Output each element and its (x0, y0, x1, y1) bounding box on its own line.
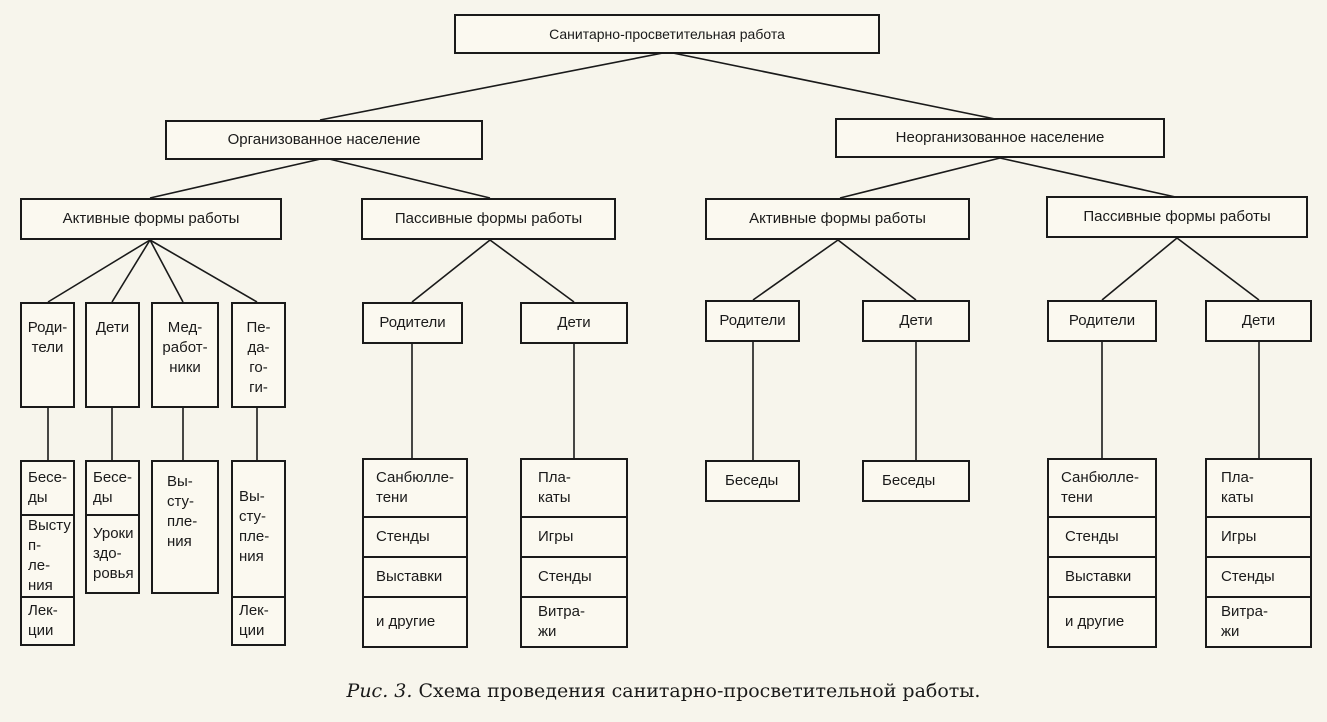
method-item: Выставки (364, 556, 466, 596)
method-item: Бесе- ды (28, 469, 68, 506)
root-node: Санитарно-просветительная работа (454, 14, 880, 54)
method-item: Вы- сту- пле- ния (167, 473, 198, 550)
org-active-forms: Активные формы работы (20, 198, 282, 240)
method-item: Пла- каты (538, 469, 571, 506)
methods-up-parents: Санбюлле- тени Стенды Выставки и другие (1047, 458, 1157, 648)
method-item: Витра- жи (522, 596, 626, 646)
audience-ua-parents: Родители (705, 300, 800, 342)
method-item: Беседы (725, 472, 779, 489)
method-item: Выставки (1049, 556, 1155, 596)
methods-oa-parents: Бесе- ды Высту п- ле- ния Лек- ции (20, 460, 75, 646)
method-item: Стенды (364, 516, 466, 556)
methods-up-children: Пла- каты Игры Стенды Витра- жи (1205, 458, 1312, 648)
audience-oa-parents: Роди- тели (20, 302, 75, 408)
methods-op-children: Пла- каты Игры Стенды Витра- жи (520, 458, 628, 648)
method-item: Уроки здо- ровья (87, 514, 138, 592)
caption-label: Рис. 3. (346, 680, 413, 702)
method-item: Беседы (882, 472, 936, 489)
group-organized: Организованное население (165, 120, 483, 160)
group-unorganized: Неорганизованное население (835, 118, 1165, 158)
figure-caption: Рис. 3. Схема проведения санитарно-просв… (0, 680, 1327, 702)
audience-ua-children: Дети (862, 300, 970, 342)
audience-up-parents: Родители (1047, 300, 1157, 342)
method-item: и другие (364, 596, 466, 646)
method-item: Стенды (1207, 556, 1310, 596)
methods-oa-teachers: Вы- сту- пле- ния Лек- ции (231, 460, 286, 646)
method-item: Вы- сту- пле- ния (239, 488, 270, 565)
audience-oa-children: Дети (85, 302, 140, 408)
method-item: Стенды (522, 556, 626, 596)
methods-oa-medics: Вы- сту- пле- ния (151, 460, 219, 594)
method-item: Высту п- ле- ния (22, 514, 73, 596)
audience-up-children: Дети (1205, 300, 1312, 342)
method-item: и другие (1049, 596, 1155, 646)
method-item: Лек- ции (233, 596, 284, 644)
caption-text: Схема проведения санитарно-просветительн… (418, 680, 981, 702)
methods-op-parents: Санбюлле- тени Стенды Выставки и другие (362, 458, 468, 648)
method-item: Игры (1207, 516, 1310, 556)
org-passive-forms: Пассивные формы работы (361, 198, 616, 240)
method-item: Игры (522, 516, 626, 556)
audience-oa-teachers: Пе- да- го- ги- (231, 302, 286, 408)
method-item: Санбюлле- тени (1061, 469, 1139, 506)
method-item: Бесе- ды (93, 469, 133, 506)
unorg-active-forms: Активные формы работы (705, 198, 970, 240)
unorg-passive-forms: Пассивные формы работы (1046, 196, 1308, 238)
method-item: Пла- каты (1221, 469, 1254, 506)
audience-op-children: Дети (520, 302, 628, 344)
method-item: Витра- жи (1207, 596, 1310, 646)
methods-oa-children: Бесе- ды Уроки здо- ровья (85, 460, 140, 594)
audience-oa-medics: Мед- работ- ники (151, 302, 219, 408)
methods-ua-children: Беседы (862, 460, 970, 502)
method-item: Лек- ции (22, 596, 73, 644)
audience-op-parents: Родители (362, 302, 463, 344)
method-item: Стенды (1049, 516, 1155, 556)
methods-ua-parents: Беседы (705, 460, 800, 502)
method-item: Санбюлле- тени (376, 469, 454, 506)
